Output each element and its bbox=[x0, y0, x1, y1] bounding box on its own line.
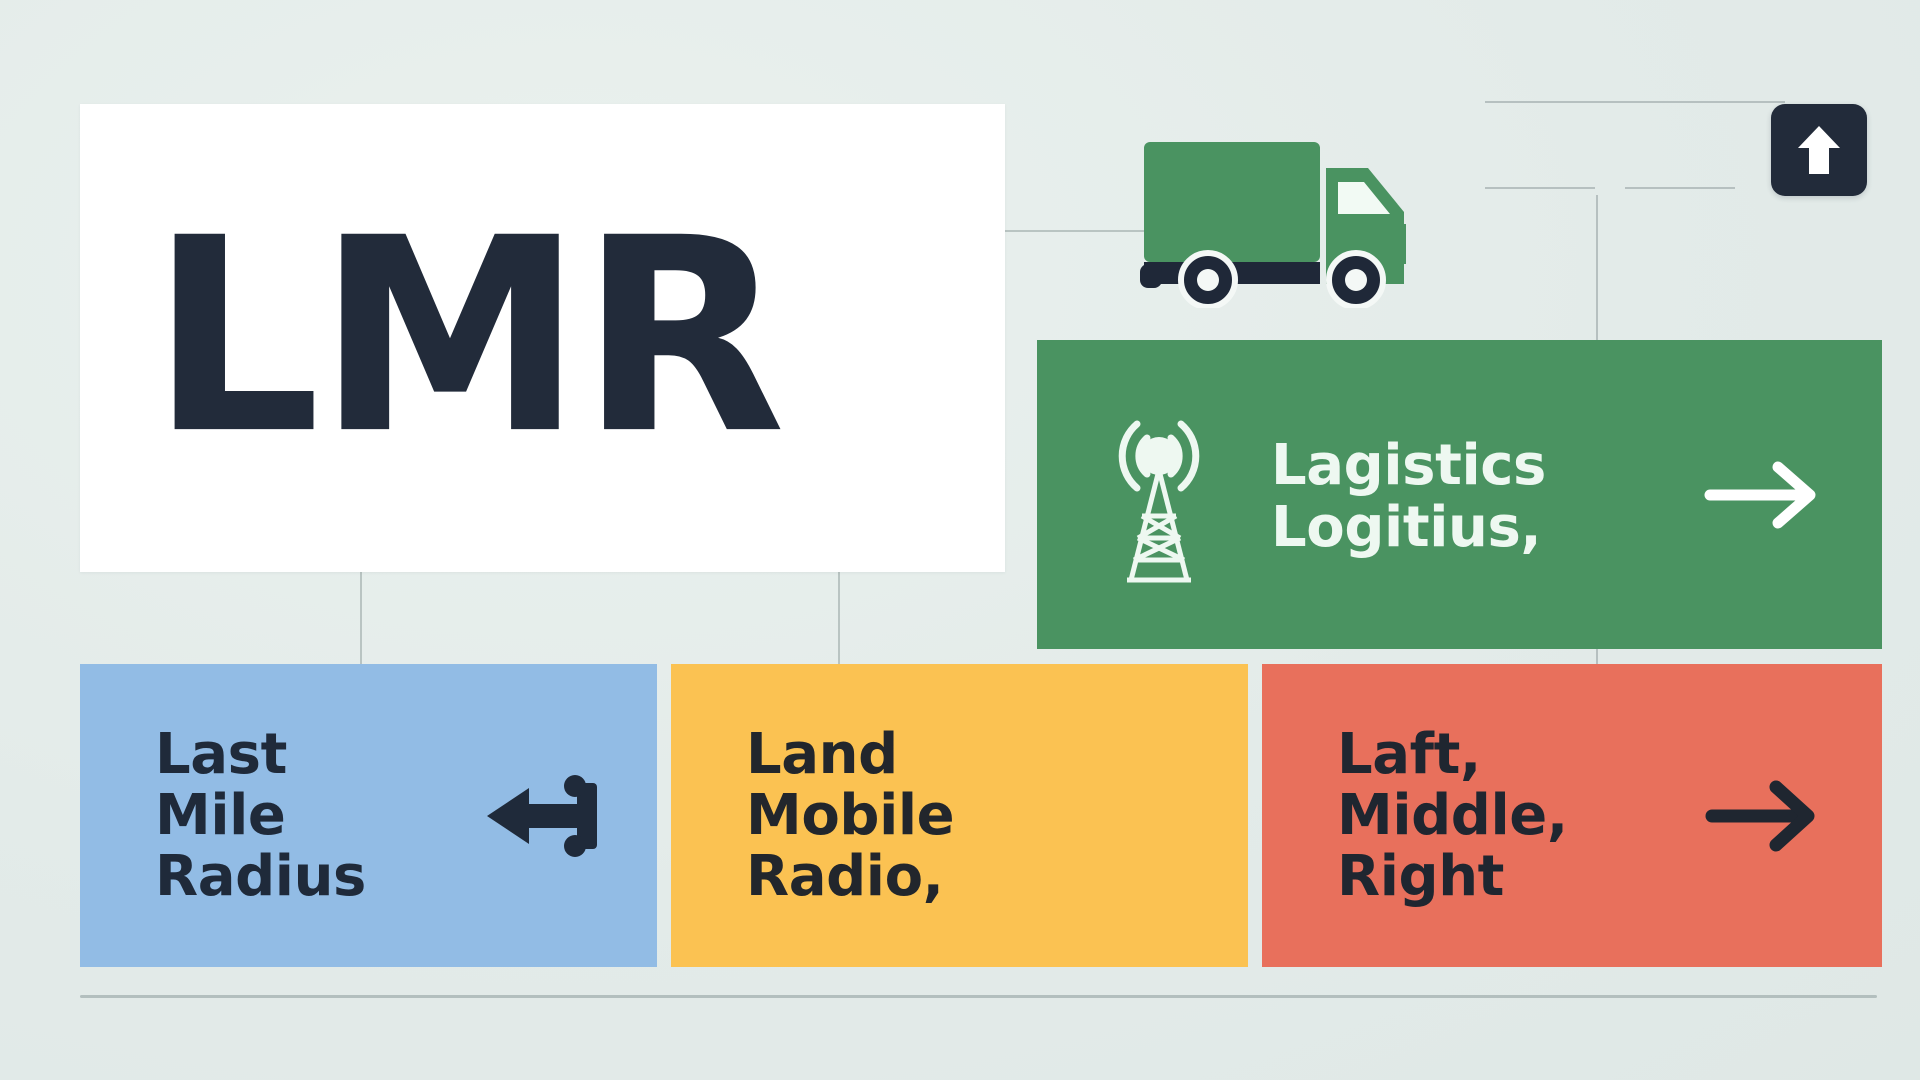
concept-box-last-mile-radius[interactable]: Last Mile Radius bbox=[80, 664, 657, 967]
arrow-right-icon[interactable] bbox=[1704, 458, 1822, 532]
hero-card: LMR bbox=[80, 104, 1005, 572]
connector-hero-to-blue bbox=[360, 572, 362, 664]
connector-top-rail bbox=[1485, 101, 1785, 103]
delivery-truck-icon bbox=[1140, 128, 1430, 310]
connector-hero-to-orange bbox=[838, 572, 840, 664]
concept-label-last-mile-radius: Last Mile Radius bbox=[155, 721, 366, 910]
scroll-to-top-badge[interactable] bbox=[1771, 104, 1867, 196]
arrow-right-icon[interactable] bbox=[1704, 779, 1822, 853]
connector-mid-rail-left bbox=[1485, 187, 1595, 189]
radio-tower-icon bbox=[1093, 404, 1225, 586]
concept-box-logistics[interactable]: Lagistics Logitius, bbox=[1037, 340, 1882, 649]
connector-hero-to-truck bbox=[1005, 230, 1145, 232]
concept-label-land-mobile-radio: Land Mobile Radio, bbox=[746, 721, 955, 910]
page-title: LMR bbox=[150, 181, 786, 494]
arrow-up-icon bbox=[1798, 126, 1840, 174]
concept-text-wrap: Lagistics Logitius, bbox=[1271, 435, 1546, 557]
connector-mid-rail-right bbox=[1625, 187, 1735, 189]
concept-label-logistics: Lagistics Logitius, bbox=[1271, 433, 1546, 560]
bottom-divider bbox=[80, 995, 1877, 998]
arrow-left-to-bar-icon[interactable] bbox=[485, 773, 605, 859]
concept-box-left-middle-right[interactable]: Laft, Middle, Right bbox=[1262, 664, 1882, 967]
concept-label-left-middle-right: Laft, Middle, Right bbox=[1337, 721, 1568, 910]
concept-box-land-mobile-radio[interactable]: Land Mobile Radio, bbox=[671, 664, 1248, 967]
